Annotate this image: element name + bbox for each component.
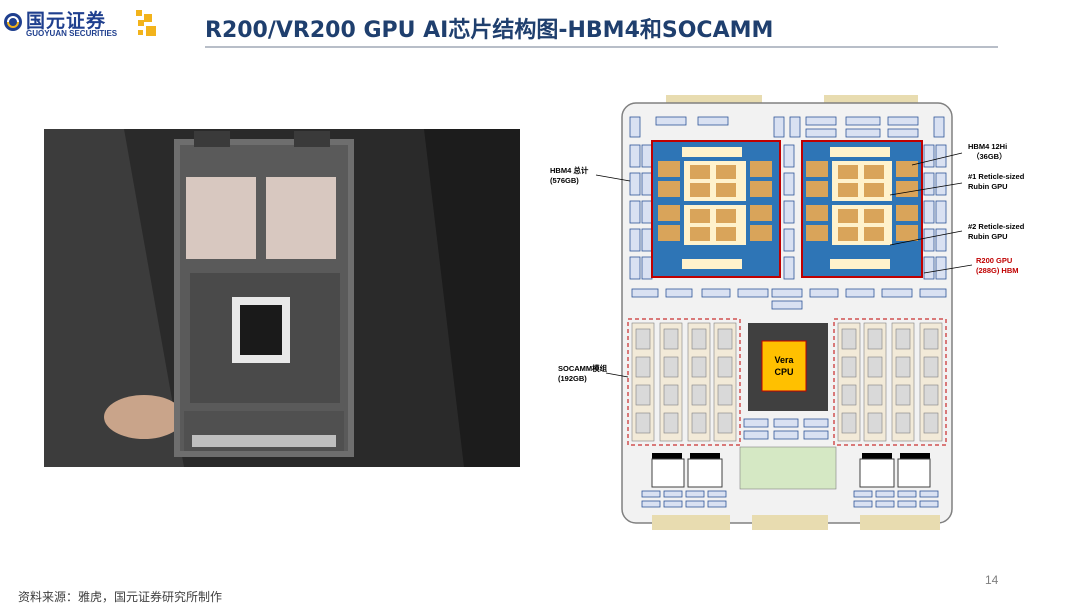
label-socamm-size: (192GB) bbox=[558, 374, 587, 383]
brand-name-en: GUOYUAN SECURITIES bbox=[26, 29, 117, 38]
label-socamm: SOCAMM模组 bbox=[558, 363, 608, 373]
chip-architecture-diagram: HBM4 总计 (576GB) HBM4 12Hi （36GB） #1 Reti… bbox=[540, 95, 1040, 530]
label-r200: R200 GPU bbox=[976, 256, 1012, 265]
gpu-package-1 bbox=[652, 141, 780, 277]
bottom-area bbox=[740, 447, 836, 489]
label-hbm4-stack-size: （36GB） bbox=[972, 151, 1007, 161]
gpu-package-2 bbox=[802, 141, 922, 277]
label-reticle-2: #2 Reticle-sized bbox=[968, 222, 1025, 231]
label-reticle-1-sub: Rubin GPU bbox=[968, 182, 1008, 191]
label-reticle-1: #1 Reticle-sized bbox=[968, 172, 1025, 181]
bottom-connector bbox=[652, 515, 730, 530]
page-number: 14 bbox=[985, 573, 998, 587]
label-r200-sub: (288G) HBM bbox=[976, 266, 1019, 275]
bottom-connector bbox=[860, 515, 940, 530]
label-hbm4-stack: HBM4 12Hi bbox=[968, 142, 1007, 151]
title-divider bbox=[205, 46, 998, 48]
page-title: R200/VR200 GPU AI芯片结构图-HBM4和SOCAMM bbox=[205, 12, 773, 44]
label-cpu-line1: Vera bbox=[774, 355, 794, 365]
label-hbm4-total: HBM4 总计 bbox=[550, 165, 589, 175]
label-hbm4-total-size: (576GB) bbox=[550, 176, 579, 185]
source-note: 资料来源：雅虎，国元证券研究所制作 bbox=[18, 588, 222, 605]
bottom-connector bbox=[752, 515, 828, 530]
board-photo bbox=[44, 129, 520, 467]
company-logo: 国元证券 GUOYUAN SECURITIES bbox=[0, 0, 162, 46]
label-reticle-2-sub: Rubin GPU bbox=[968, 232, 1008, 241]
label-cpu-line2: CPU bbox=[774, 367, 793, 377]
